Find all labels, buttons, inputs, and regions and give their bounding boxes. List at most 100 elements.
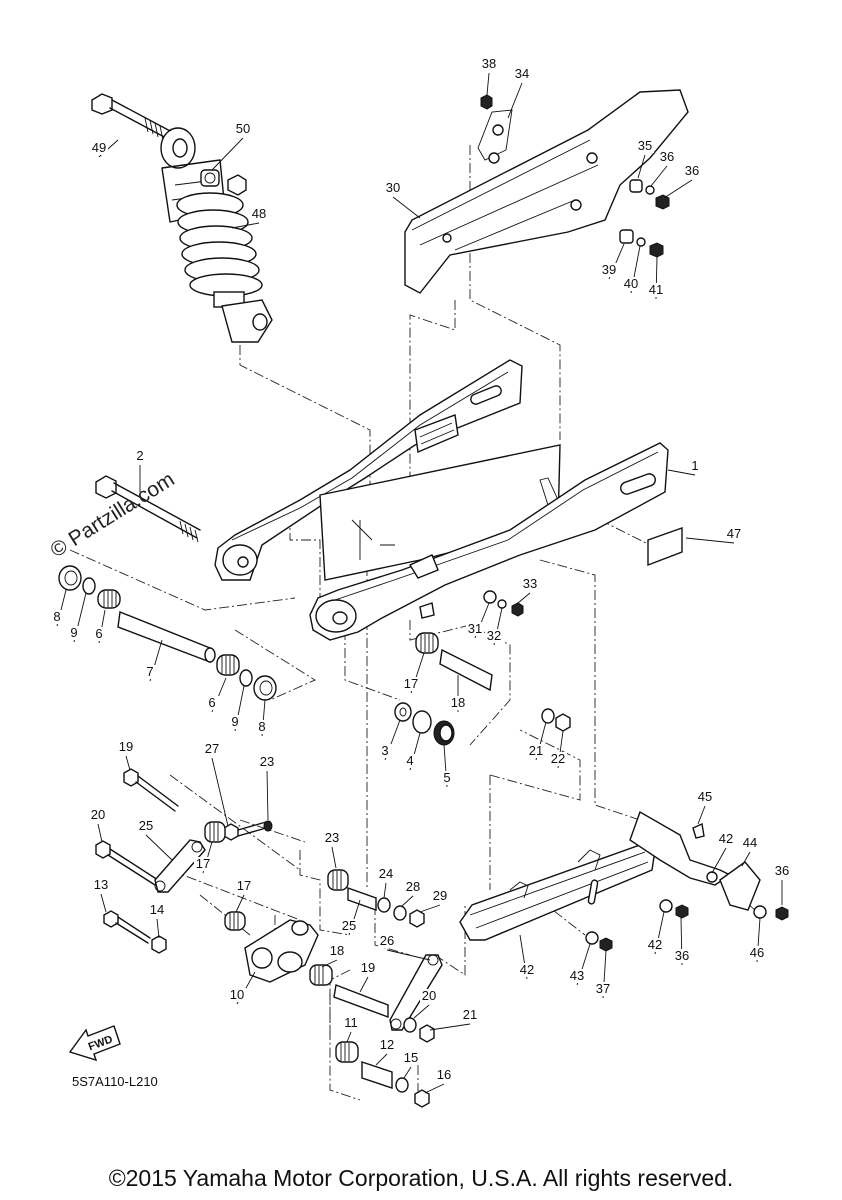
callout-18: 18: [330, 943, 344, 958]
callout-leader-42: [711, 847, 727, 874]
callout-32: 32: [487, 628, 501, 643]
callout-bg-6: [90, 627, 108, 641]
callout-bg-32: [485, 629, 503, 643]
callout-36: 36: [660, 149, 674, 164]
pivot-parts-right: [394, 590, 571, 746]
callout-37: 37: [596, 981, 610, 996]
callout-bg-49: [90, 141, 108, 155]
callout-33: 33: [523, 576, 537, 591]
callout-bg-36: [658, 150, 676, 164]
label-plate-46: [647, 527, 683, 567]
callout-2: 2: [136, 448, 143, 463]
callout-14: 14: [150, 902, 164, 917]
callout-leader-15: [403, 1066, 412, 1079]
callout-leader-20: [97, 823, 103, 843]
callout-18: 18: [451, 695, 465, 710]
callout-leader-24: [383, 882, 387, 899]
callout-leader-26: [386, 949, 431, 961]
callout-bg-42: [717, 832, 735, 846]
callout-bg-17: [402, 677, 420, 691]
callout-34: 34: [515, 66, 529, 81]
callout-44: 44: [743, 835, 757, 850]
callout-bg-23: [323, 831, 341, 845]
callout-25: 25: [342, 918, 356, 933]
callout-41: 41: [649, 282, 663, 297]
coil-spring: [176, 192, 263, 297]
callout-leader-17: [235, 894, 245, 913]
callout-bg-31: [466, 622, 484, 636]
callout-36: 36: [685, 163, 699, 178]
callout-39: 39: [602, 262, 616, 277]
chain-cover-29: [404, 89, 689, 294]
rear-shock-absorber: [91, 93, 273, 343]
callout-23: 23: [260, 754, 274, 769]
callout-17: 17: [196, 856, 210, 871]
nut-50: [227, 174, 247, 196]
callout-bg-22: [549, 752, 567, 766]
swingarm-1: [214, 359, 683, 641]
callout-bg-41: [647, 283, 665, 297]
callout-leader-48: [231, 222, 260, 229]
callout-4: 4: [406, 753, 413, 768]
callout-20: 20: [91, 807, 105, 822]
callout-29: 29: [433, 888, 447, 903]
callout-bg-42: [518, 963, 536, 977]
callout-bg-5: [438, 771, 456, 785]
callout-bg-19: [117, 740, 135, 754]
callout-leader-18: [321, 959, 338, 968]
callout-bg-48: [250, 207, 268, 221]
callout-bg-2: [131, 449, 149, 463]
callout-9: 9: [70, 625, 77, 640]
callout-bg-17: [194, 857, 212, 871]
callout-17: 17: [237, 878, 251, 893]
callout-42: 42: [648, 937, 662, 952]
callout-bg-9: [226, 715, 244, 729]
callout-bg-10: [228, 988, 246, 1002]
callout-36: 36: [675, 948, 689, 963]
callout-bg-37: [594, 982, 612, 996]
callout-bg-44: [741, 836, 759, 850]
callout-leader-36: [663, 179, 693, 199]
callout-leader-19: [125, 755, 131, 771]
callout-leader-38: [486, 72, 490, 96]
callout-bg-1: [686, 459, 704, 473]
callout-bg-34: [513, 67, 531, 81]
callout-27: 27: [205, 741, 219, 756]
callout-bg-7: [141, 665, 159, 679]
callout-8: 8: [258, 719, 265, 734]
callout-36: 36: [775, 863, 789, 878]
callout-bg-21: [461, 1008, 479, 1022]
callout-leader-23: [266, 770, 269, 821]
callout-leader-25: [145, 834, 173, 861]
callout-bg-30: [384, 181, 402, 195]
callout-leader-12: [375, 1053, 388, 1066]
callout-bg-24: [377, 867, 395, 881]
callout-46: 46: [750, 945, 764, 960]
callout-leader-33: [517, 592, 531, 604]
collar-49: [200, 169, 220, 187]
callout-leader-1: [667, 469, 696, 476]
callout-bg-11: [342, 1016, 360, 1030]
callout-45: 45: [698, 789, 712, 804]
callout-leader-44: [741, 851, 751, 867]
callout-bg-17: [235, 879, 253, 893]
callout-19: 19: [119, 739, 133, 754]
callout-bg-12: [378, 1038, 396, 1052]
callout-bg-16: [435, 1068, 453, 1082]
callout-bg-42: [646, 938, 664, 952]
callout-bg-8: [48, 610, 66, 624]
callout-48: 48: [252, 206, 266, 221]
callout-bg-15: [402, 1051, 420, 1065]
callout-10: 10: [230, 987, 244, 1002]
callout-49: 49: [92, 140, 106, 155]
callout-leader-21: [429, 1023, 471, 1031]
callout-leader-28: [401, 895, 414, 907]
callout-leader-35: [637, 154, 646, 179]
callout-bg-36: [673, 949, 691, 963]
callout-bg-27: [203, 742, 221, 756]
callout-bg-18: [449, 696, 467, 710]
callout-bg-20: [89, 808, 107, 822]
callout-42: 42: [520, 962, 534, 977]
pivot-shaft-2: [95, 475, 201, 543]
callout-6: 6: [208, 695, 215, 710]
